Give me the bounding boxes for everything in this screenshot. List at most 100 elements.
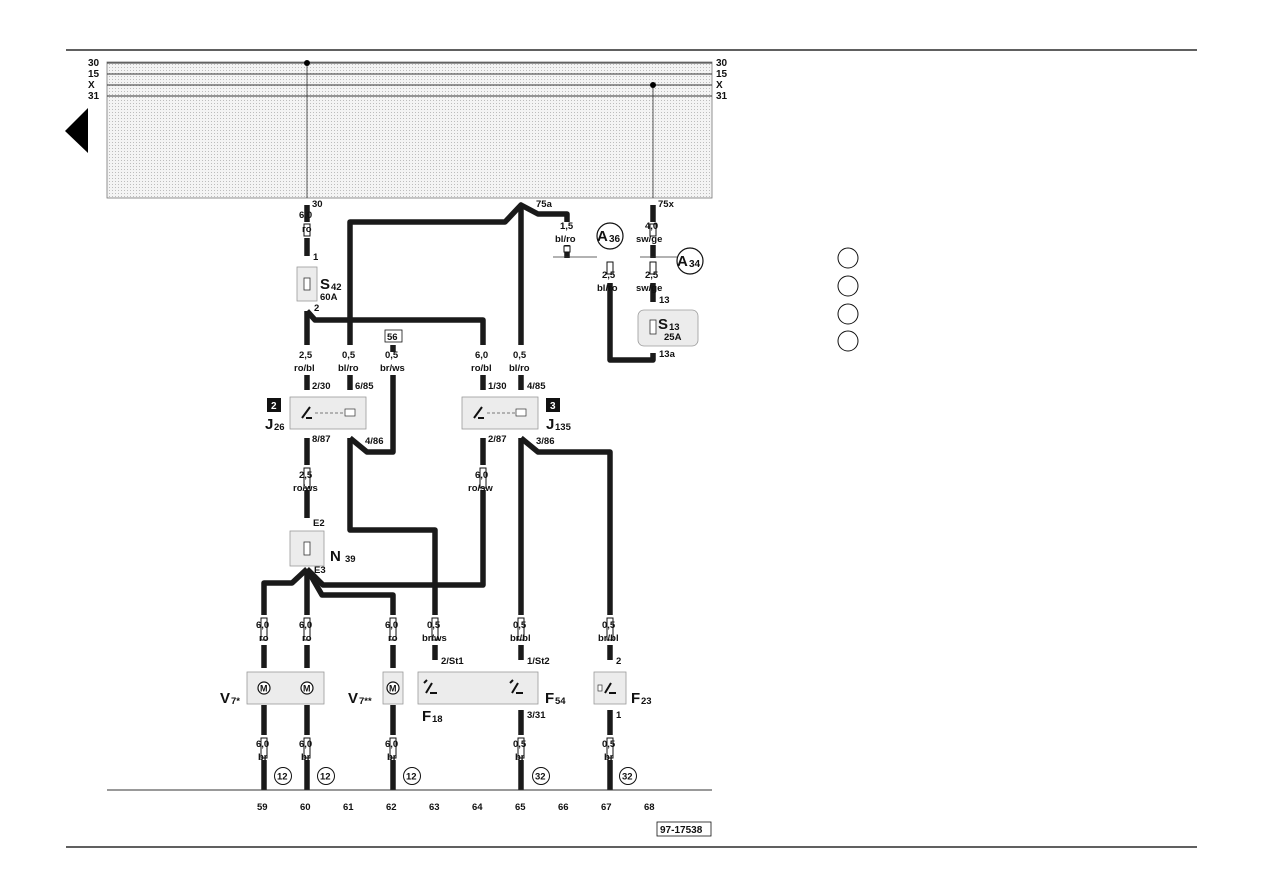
bus-label-right-30: 30: [716, 58, 728, 69]
pin-label: 75a: [536, 199, 553, 210]
component-code: J: [265, 416, 273, 433]
wire-size: 0,5: [427, 620, 441, 631]
wire-color: br: [258, 752, 268, 763]
connection-a34-letter: A: [677, 253, 688, 270]
wire-color: br/ws: [380, 363, 405, 374]
wire-color: br/bl: [598, 633, 619, 644]
bus-label-right-31: 31: [716, 91, 728, 102]
component-code: V: [220, 690, 230, 707]
connection-a36-sub: 36: [609, 234, 621, 245]
ground-ref-label: 12: [406, 772, 417, 783]
bus-label-right-15: 15: [716, 69, 728, 80]
wire-color: br: [515, 752, 525, 763]
component-code: V: [348, 690, 358, 707]
legend: [837, 247, 859, 352]
wire-size: 6,0: [475, 350, 488, 361]
motor-icon-letter: M: [303, 684, 311, 694]
wire-size: 4,0: [645, 221, 658, 232]
pin-label: 30: [312, 199, 323, 210]
bus-label-right-x: X: [716, 80, 723, 91]
pin-label: 4/85: [527, 381, 546, 392]
ground-ref-circle: [403, 767, 421, 785]
ground-ref-label: 12: [320, 772, 331, 783]
bus-label-left-15: 15: [88, 69, 100, 80]
terminal-56-label: 56: [387, 332, 398, 343]
track-number: 59: [257, 802, 268, 813]
wire-size: 2,5: [299, 470, 313, 481]
track-number: 65: [515, 802, 526, 813]
track-number: 60: [300, 802, 311, 813]
wire-color: ro/bl: [294, 363, 315, 374]
pin-label: 75x: [658, 199, 675, 210]
wire-size: 0,5: [602, 739, 616, 750]
wire-color: bl/ro: [338, 363, 359, 374]
wire-size: 6,0: [256, 739, 269, 750]
wire-color: br: [604, 752, 614, 763]
track-number: 64: [472, 802, 483, 813]
wire-color: bl/ro: [509, 363, 530, 374]
track-number: 63: [429, 802, 440, 813]
wire-size: 6,0: [385, 739, 398, 750]
motor-icon: [386, 681, 400, 695]
connector-markers: [260, 223, 657, 759]
component-code-sub: 42: [331, 282, 342, 293]
relay-j26-position: 2: [271, 401, 277, 412]
central-electrics-panel: [106, 61, 713, 199]
wire-color: br/bl: [510, 633, 531, 644]
resistor-n39-element: [303, 541, 311, 556]
pin-label: 4/86: [365, 436, 384, 447]
connection-a36-circle[interactable]: [596, 222, 624, 250]
ground-ref-circle: [532, 767, 550, 785]
wire-size: 1,5: [560, 221, 574, 232]
pin-label: E2: [313, 518, 325, 529]
track-number: 66: [558, 802, 569, 813]
wire-size: 0,5: [513, 350, 527, 361]
thermo-switch-f18-icon: [423, 679, 437, 694]
wire-size: 6,0: [299, 210, 312, 221]
connection-a34-circle[interactable]: [676, 247, 704, 275]
pin-label: 8/87: [312, 434, 331, 445]
ground-ref-circle: [317, 767, 335, 785]
component-code: F: [631, 690, 640, 707]
pin-label: 2/87: [488, 434, 507, 445]
bus-label-left-x: X: [88, 80, 95, 91]
track-number: 67: [601, 802, 612, 813]
fuse-rating: 60A: [320, 292, 338, 303]
relay-j135-position: 3: [550, 401, 556, 412]
thermo-switch-f18-f54-body: [417, 671, 539, 705]
wire-size: 6,0: [299, 620, 312, 631]
relay-j135-switch-icon: [473, 406, 484, 419]
component-code-sub: 54: [555, 696, 566, 707]
wire-color: ro/sw: [468, 483, 493, 494]
previous-page-arrow-icon[interactable]: [65, 108, 88, 153]
reference-box: [656, 821, 712, 837]
motor-icon: [300, 681, 314, 695]
component-code-sub: 23: [641, 696, 652, 707]
bus-label-left-31: 31: [88, 91, 100, 102]
pin-label: 13: [659, 295, 670, 306]
wire-size: 2,5: [602, 270, 616, 281]
pin-label: E3: [314, 565, 326, 576]
component-code-sub: 13: [669, 322, 680, 333]
legend-circle: [837, 330, 859, 352]
relay-j135-coil: [515, 408, 527, 417]
pin-label: 6/85: [355, 381, 374, 392]
wire-size: 0,5: [385, 350, 399, 361]
bus-label-left-30: 30: [88, 58, 100, 69]
pin-label: 1/30: [488, 381, 507, 392]
fuse-rating: 25A: [664, 332, 682, 343]
reference-number: 97-17538: [660, 825, 703, 836]
wire-color: ro: [302, 224, 312, 235]
motor-icon-letter: M: [260, 684, 268, 694]
junction-dot: [650, 82, 656, 88]
wire-size: 2,5: [299, 350, 313, 361]
legend-circle: [837, 303, 859, 325]
thermo-switch-f54-icon: [509, 679, 523, 694]
wire-color: bl/ro: [597, 283, 618, 294]
ground-ref-label: 32: [535, 772, 546, 783]
component-code-sub: 39: [345, 554, 356, 565]
component-code: S: [320, 276, 330, 293]
wire-color: ro: [302, 633, 312, 644]
